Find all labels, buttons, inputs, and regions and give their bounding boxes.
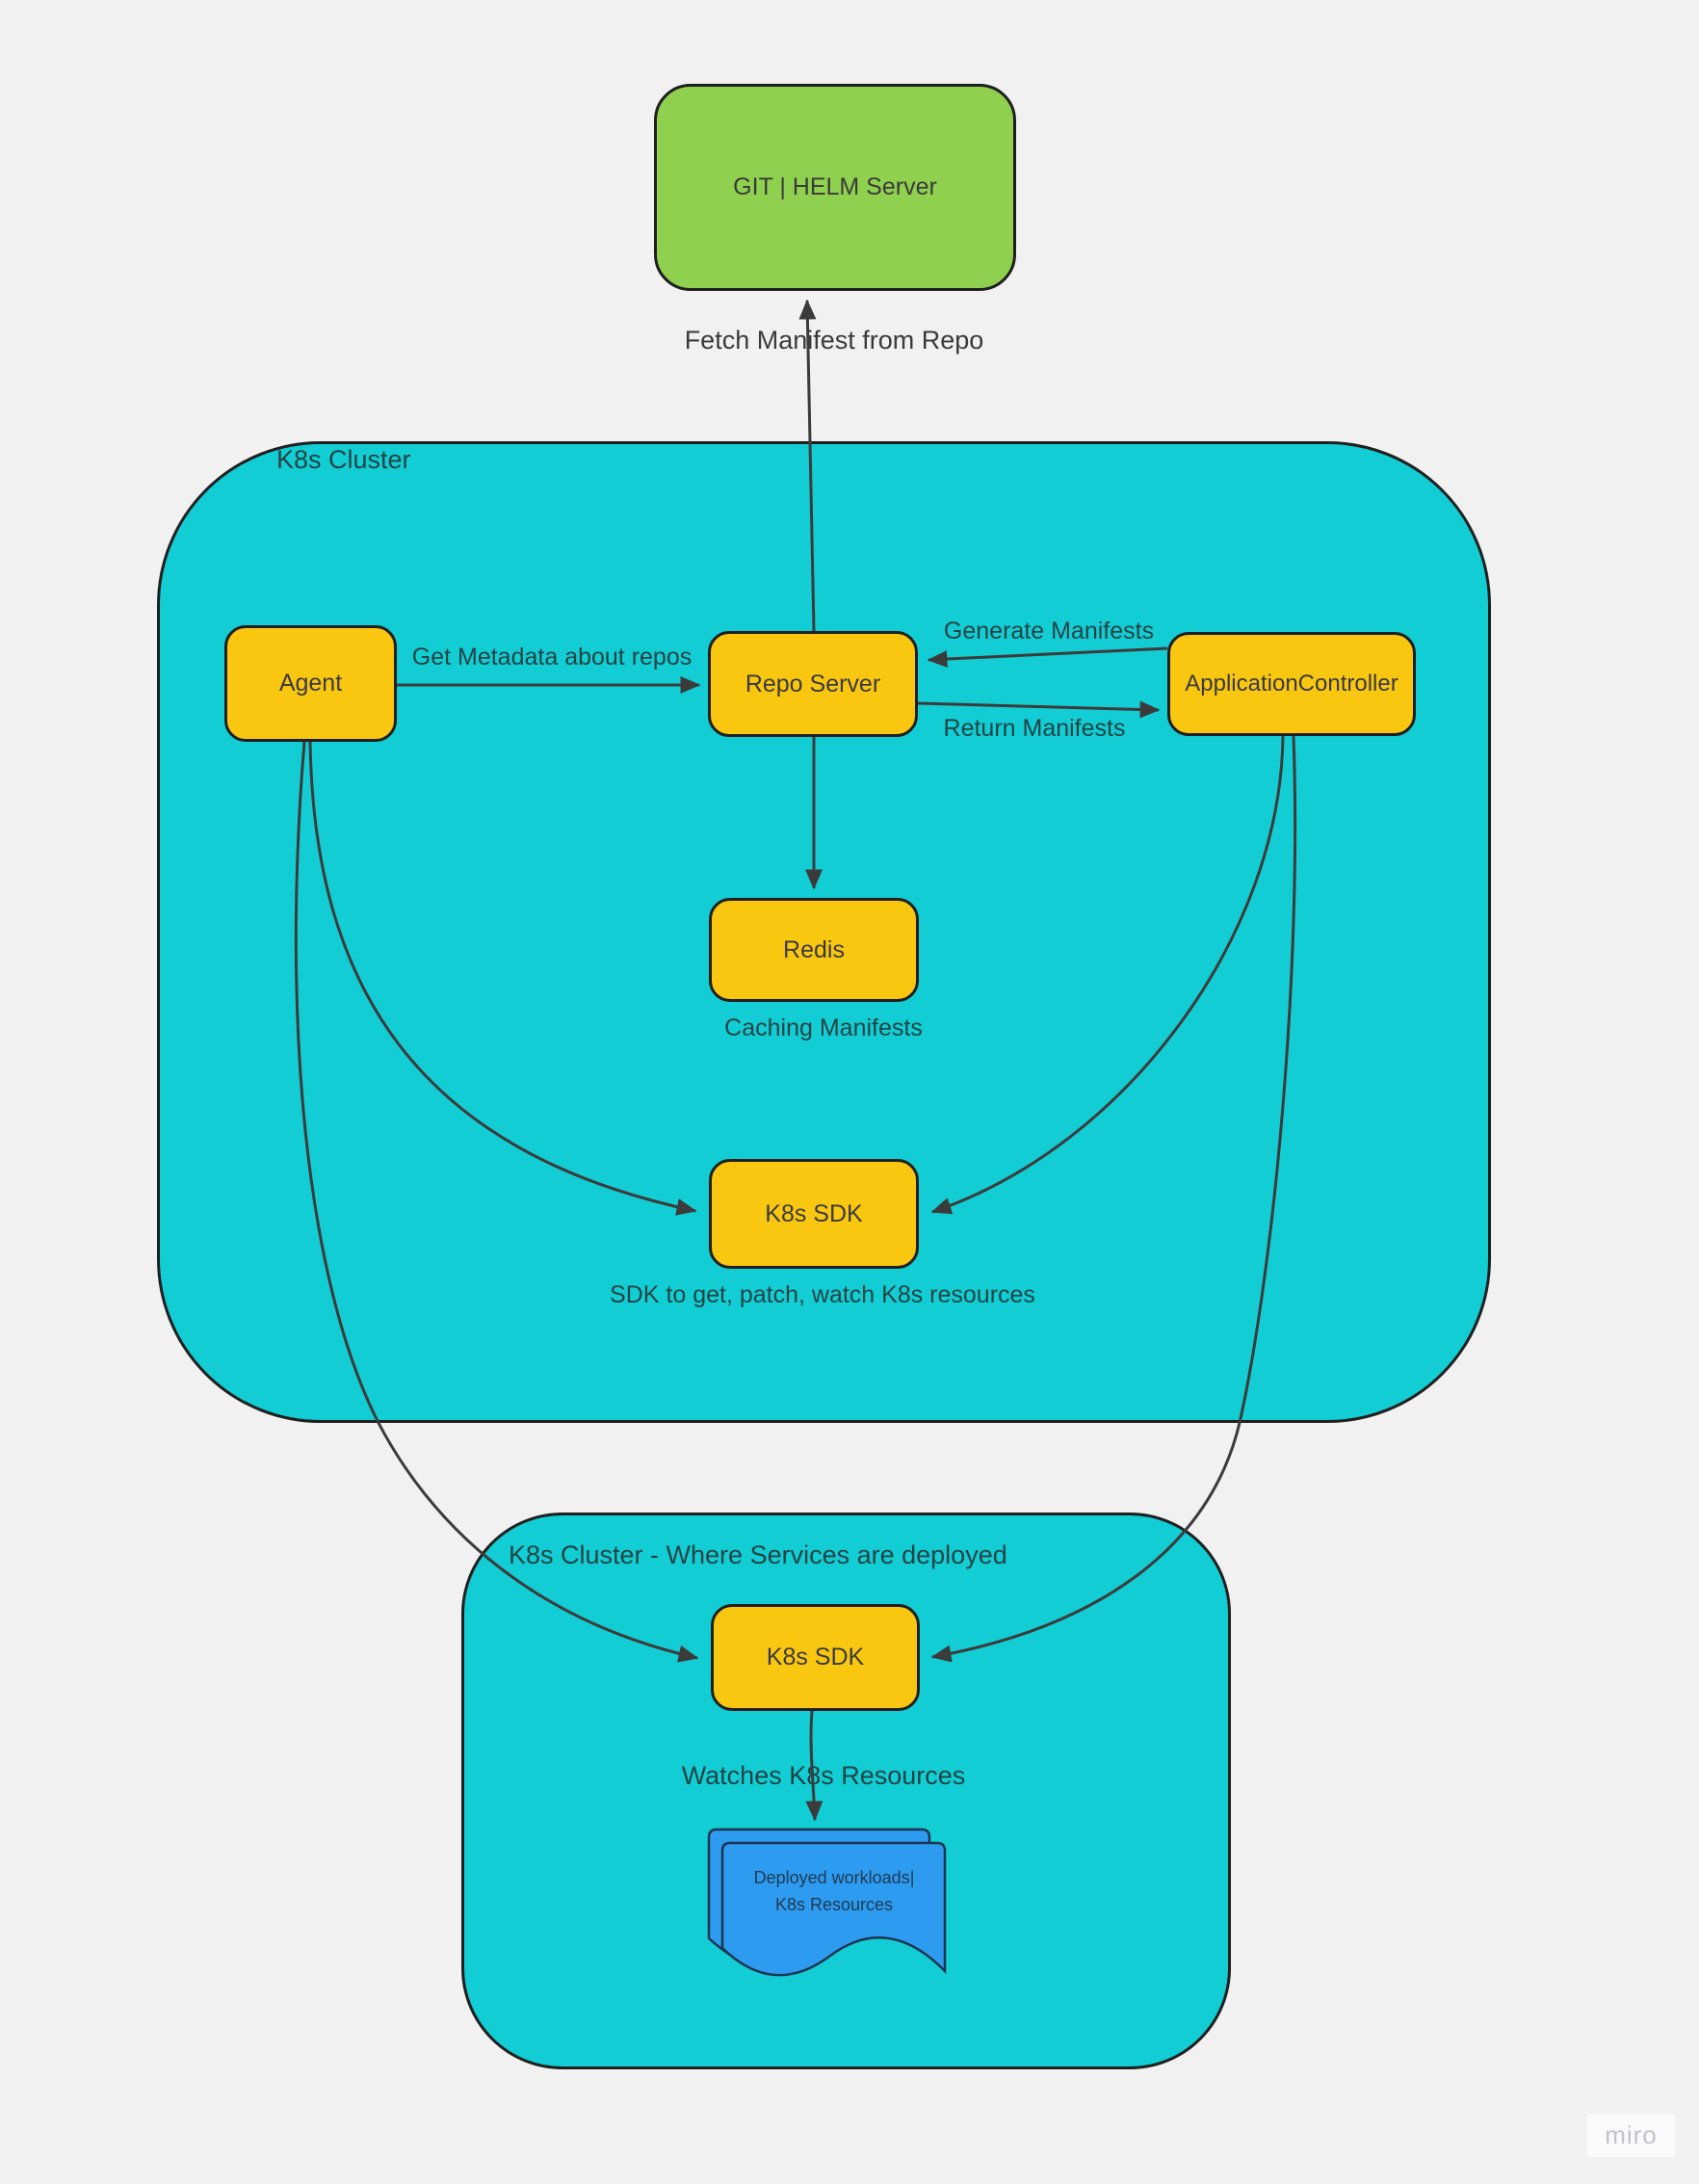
edge-label-caching-manifests[interactable]: Caching Manifests [724,1014,923,1041]
k8s-sdk-node-deploy-cluster[interactable]: K8s SDK [711,1604,920,1711]
miro-watermark[interactable]: miro [1587,2114,1675,2157]
application-controller-node[interactable]: ApplicationController [1167,632,1416,736]
edge-label-sdk-note[interactable]: SDK to get, patch, watch K8s resources [610,1281,1035,1308]
edge-label-generate-manifests[interactable]: Generate Manifests [943,618,1155,645]
repo-server-node[interactable]: Repo Server [708,631,918,737]
edge-label-return-manifests[interactable]: Return Manifests [943,715,1126,742]
cluster-k8s-deploy-title[interactable]: K8s Cluster - Where Services are deploye… [509,1540,1007,1569]
edge-label-watches-resources[interactable]: Watches K8s Resources [681,1761,966,1790]
k8s-sdk-node-main-cluster[interactable]: K8s SDK [709,1159,919,1269]
redis-node[interactable]: Redis [709,898,919,1002]
edge-label-get-metadata[interactable]: Get Metadata about repos [411,644,693,671]
cluster-k8s-deploy[interactable] [461,1513,1231,2069]
edge-label-fetch-manifest[interactable]: Fetch Manifest from Repo [684,326,984,355]
deployed-workloads-label: Deployed workloads| K8s Resources [753,1868,915,1914]
git-helm-server-node[interactable]: GIT | HELM Server [654,84,1016,291]
cluster-k8s-main-title[interactable]: K8s Cluster [276,445,411,474]
agent-node[interactable]: Agent [224,625,397,742]
